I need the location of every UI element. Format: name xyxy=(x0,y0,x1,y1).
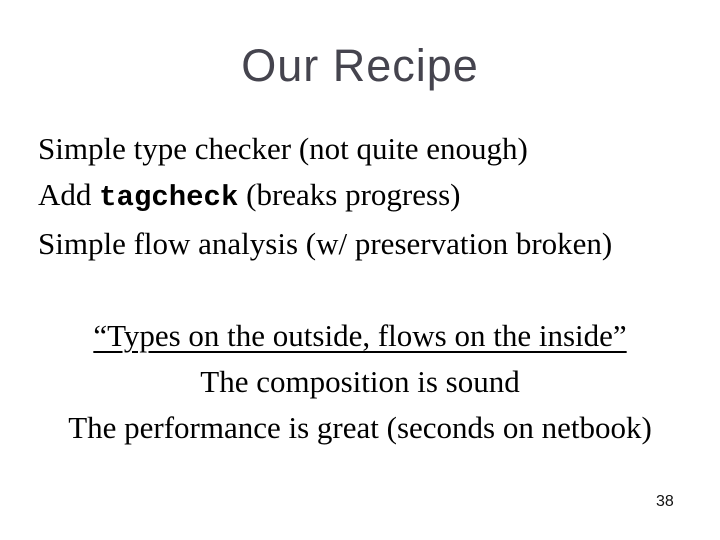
page-number: 38 xyxy=(656,493,674,510)
code-inline: tagcheck xyxy=(99,181,239,214)
body-text: (breaks progress) xyxy=(238,177,461,212)
quote-underline: “Types on the outside, flows on the insi… xyxy=(93,318,627,353)
body-line: Add tagcheck (breaks progress) xyxy=(38,172,682,221)
body-line: Simple type checker (not quite enough) xyxy=(38,126,682,172)
body-text: Simple type checker (not quite enough) xyxy=(38,131,528,166)
body-text: Simple flow analysis (w/ preservation br… xyxy=(38,226,613,261)
body-line-spacer xyxy=(38,267,682,313)
body-text: Add xyxy=(38,177,100,212)
body-line: “Types on the outside, flows on the insi… xyxy=(38,313,682,359)
body-line: The performance is great (seconds on net… xyxy=(38,405,682,451)
slide-body: Simple type checker (not quite enough) Ad… xyxy=(38,126,682,451)
body-line: Simple flow analysis (w/ preservation br… xyxy=(38,221,682,267)
slide-title: Our Recipe xyxy=(241,40,479,91)
body-text: The performance is great (seconds on net… xyxy=(68,410,652,445)
body-text: The composition is sound xyxy=(200,364,520,399)
body-line: The composition is sound xyxy=(38,359,682,405)
